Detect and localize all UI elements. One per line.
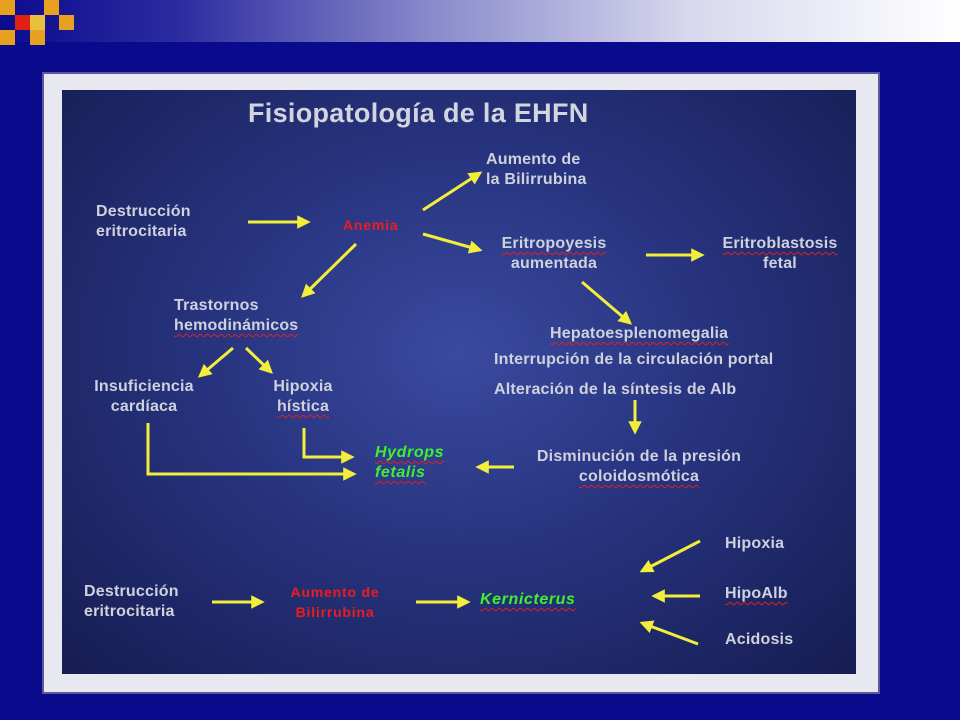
node-hydrops-fetalis: Hydrops fetalis <box>375 443 444 483</box>
arrow-insuficiencia-hydrops <box>146 423 357 481</box>
slide-title: Fisiopatología de la EHFN <box>248 98 589 128</box>
node-text-line: la Bilirrubina <box>486 171 587 188</box>
node-text-line: Destrucción <box>96 203 191 220</box>
arrow-trastornos-hipoxia <box>244 346 273 374</box>
node-text-line: eritrocitaria <box>96 223 187 240</box>
node-disminucion-presion: Disminución de la presión coloidosmótica <box>532 447 746 487</box>
arrow-eritropoyesis-hepato <box>581 280 633 325</box>
node-anemia: Anemia <box>343 217 399 233</box>
node-text-line: Aumento de <box>486 151 581 168</box>
node-text-line: Disminución de la presión <box>536 448 742 465</box>
node-eritroblastosis: Eritroblastosis fetal <box>705 234 855 274</box>
node-trastornos-hemodinamicos: Trastornos hemodinámicos <box>174 296 298 336</box>
arrow-anemia-eritropoyesis <box>422 232 483 254</box>
node-hepatoesplenomegalia: Hepatoesplenomegalia <box>550 325 729 342</box>
arrow-hipoxia-kernicterus <box>639 539 701 573</box>
node-aumento-bilirrubina-bottom: Aumento de Bilirrubina <box>276 582 394 622</box>
diagram-slide: Fisiopatología de la EHFN Destrucción er… <box>62 90 856 674</box>
node-text-line: Insuficiencia <box>94 378 194 395</box>
node-aumento-bilirrubina: Aumento de la Bilirrubina <box>486 150 587 190</box>
arrow-acidosis-kernicterus <box>639 620 699 646</box>
node-insuficiencia-cardiaca: Insuficiencia cardíaca <box>76 377 212 417</box>
node-interrupcion-portal: Interrupción de la circulación portal <box>494 351 774 368</box>
node-text-line: Eritroblastosis <box>722 235 838 252</box>
node-text-line: Aumento de <box>290 584 380 600</box>
node-alteracion-sintesis: Alteración de la síntesis de Alb <box>494 381 737 398</box>
node-destruccion-eritrocitaria: Destrucción eritrocitaria <box>96 202 191 242</box>
node-text-line: Bilirrubina <box>295 604 375 620</box>
node-destruccion-eritrocitaria-bottom: Destrucción eritrocitaria <box>84 582 179 622</box>
node-text-line: hística <box>276 398 330 415</box>
node-text-line: Trastornos <box>174 297 259 314</box>
node-text-line: Destrucción <box>84 583 179 600</box>
node-text-line: Eritropoyesis <box>501 235 607 252</box>
node-hipoalb: HipoAlb <box>725 585 788 602</box>
node-text-line: Hipoxia <box>273 378 333 395</box>
node-text-line: Hydrops <box>375 444 445 461</box>
node-text-line: hemodinámicos <box>174 317 299 334</box>
node-hipoxia: Hipoxia <box>725 535 785 552</box>
arrow-trastornos-insuficiencia <box>197 346 234 378</box>
node-acidosis: Acidosis <box>725 631 794 648</box>
logo-squares <box>0 0 76 50</box>
arrow-hipoxia-hydrops <box>302 428 355 464</box>
node-hipoxia-histica: Hipoxia hística <box>258 377 348 417</box>
arrow-anemia-trastornos <box>301 242 358 298</box>
node-text-line: cardíaca <box>110 398 178 415</box>
node-text-line: fetalis <box>375 464 426 481</box>
arrow-anemia-bilirrubina <box>422 171 483 212</box>
node-kernicterus: Kernicterus <box>480 591 576 608</box>
node-eritropoyesis: Eritropoyesis aumentada <box>486 234 622 274</box>
node-text-line: coloidosmótica <box>578 468 700 485</box>
node-text-line: fetal <box>763 255 797 272</box>
arrow-layer <box>146 171 705 646</box>
node-text-line: aumentada <box>510 255 598 272</box>
header-gradient-bar <box>0 0 960 42</box>
node-text-line: eritrocitaria <box>84 603 175 620</box>
